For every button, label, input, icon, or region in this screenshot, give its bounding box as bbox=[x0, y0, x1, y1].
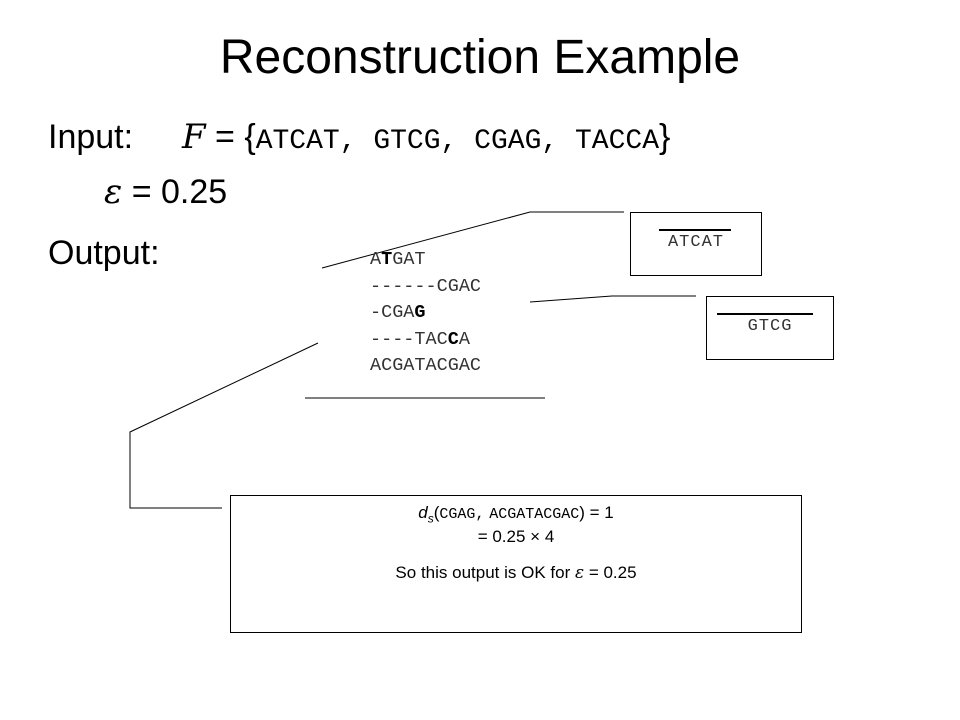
overbar bbox=[717, 313, 813, 315]
alignment-row: ATGAT bbox=[370, 249, 426, 270]
dist-value: = 1 bbox=[589, 503, 614, 522]
input-label: Input: bbox=[48, 118, 134, 156]
dist-symbol: d bbox=[418, 503, 428, 522]
set-symbol: F bbox=[181, 117, 206, 157]
callout-atcat: ATCAT bbox=[630, 212, 762, 276]
epsilon-equals: = bbox=[131, 173, 152, 211]
dist-arg1: CGAG bbox=[439, 506, 476, 523]
conclusion-line: So this output is OK for ε = 0.25 bbox=[231, 562, 801, 584]
input-separator: , bbox=[440, 126, 475, 157]
conclusion-value: = 0.25 bbox=[588, 563, 637, 582]
distance-line: ds(CGAG, ACGATACGAC) = 1 bbox=[231, 502, 801, 529]
conclusion-text: So this output is OK for bbox=[395, 563, 571, 582]
epsilon-value: 0.25 bbox=[161, 173, 228, 211]
input-string-2: GTCG bbox=[373, 126, 441, 157]
callout-atcat-text: ATCAT bbox=[667, 233, 724, 252]
alignment-row: ------CGAC bbox=[370, 275, 482, 297]
alignment-row: ACGATACGAC bbox=[370, 355, 482, 377]
computation-line: = 0.25 × 4 bbox=[477, 527, 555, 546]
epsilon-symbol: ε bbox=[574, 563, 585, 583]
set-open: = { bbox=[215, 118, 256, 156]
close-paren: ) bbox=[579, 503, 585, 522]
alignment-row: ----TACCA bbox=[370, 328, 470, 350]
callout-gtcg: GTCG bbox=[706, 296, 834, 360]
epsilon-symbol: ε bbox=[104, 172, 123, 212]
output-label: Output: bbox=[48, 234, 160, 272]
input-string-3: CGAG bbox=[474, 126, 542, 157]
input-string-4: TACCA bbox=[574, 126, 659, 157]
input-separator: , bbox=[541, 126, 575, 157]
open-paren: ( bbox=[433, 503, 440, 522]
input-string-1: ATCAT bbox=[255, 126, 340, 157]
epsilon-line: ε = 0.25 bbox=[104, 171, 227, 213]
set-close: } bbox=[659, 118, 671, 156]
slide-title: Reconstruction Example bbox=[219, 31, 741, 84]
overbar bbox=[659, 229, 731, 231]
dist-comma: , bbox=[475, 506, 485, 523]
dist-subscript: s bbox=[427, 511, 434, 526]
input-separator: , bbox=[339, 126, 374, 157]
dist-arg2: ACGATACGAC bbox=[489, 506, 580, 523]
alignment-row: -CGAG bbox=[370, 302, 426, 324]
input-line: Input: F = {ATCAT, GTCG, CGAG, TACCA} bbox=[48, 116, 670, 163]
result-box: ds(CGAG, ACGATACGAC) = 1 = 0.25 × 4 So t… bbox=[230, 495, 802, 633]
callout-gtcg-text: GTCG bbox=[747, 317, 793, 336]
alignment-block: ATGAT ------CGAC -CGAG ----TACCA ACGATACGAC bbox=[370, 247, 481, 380]
